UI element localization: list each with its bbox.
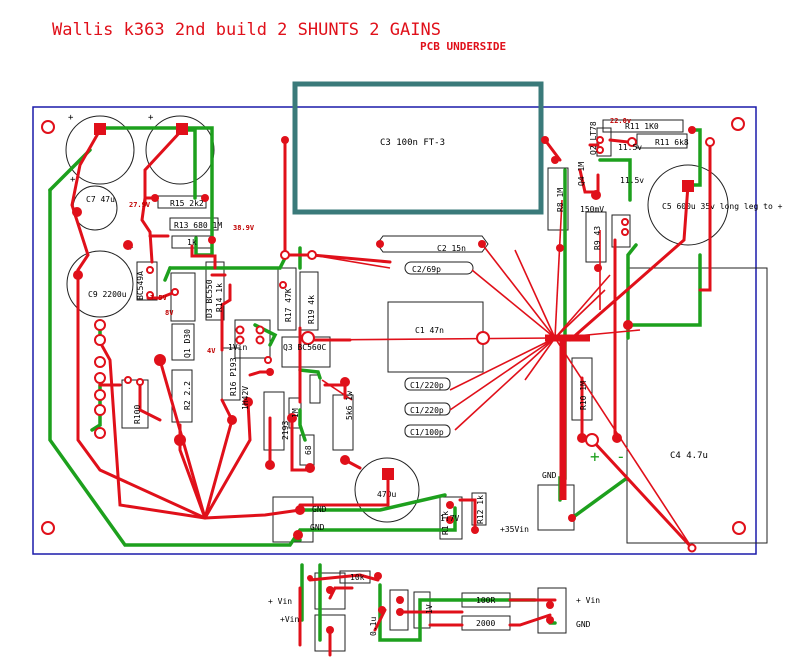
transistor-bodies — [136, 127, 631, 652]
c1b-label: C1/220p — [410, 406, 444, 415]
c3-label: C3 100n FT-3 — [380, 138, 445, 148]
svg-text:150mV: 150mV — [580, 205, 604, 214]
svg-text:11.5v: 11.5v — [618, 143, 642, 152]
svg-text:R11 6k8: R11 6k8 — [655, 138, 689, 147]
svg-text:27.9V: 27.9V — [129, 201, 151, 209]
c7-label: C7 47u — [86, 195, 115, 204]
svg-text:2000: 2000 — [476, 619, 495, 628]
svg-text:Q4 1M: Q4 1M — [577, 162, 586, 186]
svg-text:+: + — [590, 447, 600, 466]
svg-text:+Vin: +Vin — [280, 615, 299, 624]
sub-board-labels: 10k 100R 2000 0.1u + Vin + Vin GND 1V +V… — [268, 573, 600, 636]
svg-text:D3 BC550: D3 BC550 — [205, 279, 214, 318]
svg-text:R16 P193: R16 P193 — [229, 357, 238, 396]
svg-text:R17 47K: R17 47K — [284, 288, 293, 322]
svg-text:1H42V: 1H42V — [241, 386, 250, 410]
c4-label: C4 4.7u — [670, 451, 708, 461]
signal-traces — [70, 128, 712, 657]
c1-label: C1 47n — [415, 326, 444, 335]
c1a-label: C1/220p — [410, 381, 444, 390]
c1c-label: C1/100p — [410, 428, 444, 437]
svg-text:2193: 2193 — [281, 421, 290, 440]
c5-capacitor-body — [647, 164, 729, 246]
svg-text:1M: 1M — [291, 408, 300, 418]
svg-text:0.1u: 0.1u — [369, 617, 378, 636]
solder-pads — [72, 123, 715, 634]
svg-text:GND: GND — [576, 620, 591, 629]
svg-text:GND: GND — [312, 505, 327, 514]
c3-capacitor-body — [292, 81, 544, 215]
svg-text:1Vin: 1Vin — [228, 343, 247, 352]
c470-capacitor-body — [354, 457, 420, 523]
svg-text:68: 68 — [304, 445, 313, 455]
svg-text:BC549A: BC549A — [136, 271, 145, 300]
svg-text:R13 680 1M: R13 680 1M — [174, 221, 222, 230]
svg-text:GND: GND — [542, 471, 557, 480]
svg-text:1V: 1V — [425, 604, 434, 614]
svg-text:+: + — [148, 113, 154, 123]
svg-text:+: + — [68, 113, 74, 123]
svg-text:R11 1K0: R11 1K0 — [625, 122, 659, 131]
c4-capacitor-body — [626, 267, 768, 544]
mounting-holes — [41, 117, 746, 535]
svg-text:+ Vin: + Vin — [576, 596, 600, 605]
svg-text:R2 2.2: R2 2.2 — [183, 381, 192, 410]
svg-text:R15 2k2: R15 2k2 — [170, 199, 204, 208]
svg-text:38.9V: 38.9V — [233, 224, 255, 232]
svg-text:R9 43: R9 43 — [593, 226, 602, 250]
svg-text:1.7V: 1.7V — [440, 514, 459, 523]
svg-text:8V: 8V — [165, 309, 174, 317]
svg-text:-: - — [616, 447, 626, 466]
c1a-body — [404, 377, 451, 391]
svg-text:R12 1k: R12 1k — [476, 495, 485, 524]
svg-text:R1 1k: R1 1k — [441, 511, 450, 535]
svg-text:+: + — [70, 175, 76, 185]
c2-capacitor-body — [376, 235, 489, 253]
svg-text:1k: 1k — [187, 238, 197, 247]
svg-text:11.5v: 11.5v — [620, 176, 644, 185]
svg-text:22.0v: 22.0v — [610, 117, 631, 125]
svg-text:10k: 10k — [350, 573, 365, 582]
svg-text:5k6 1w: 5k6 1w — [345, 391, 354, 420]
svg-text:R8 1M: R8 1M — [556, 188, 565, 212]
svg-text:Q2 LT78: Q2 LT78 — [589, 121, 598, 155]
svg-text:7.5V: 7.5V — [150, 294, 168, 302]
diagram-subtitle: PCB UNDERSIDE — [420, 40, 506, 53]
c5-label: C5 600u 35v long leg to + — [662, 202, 783, 211]
diagram-title: Wallis k363 2nd build 2 SHUNTS 2 GAINS — [52, 20, 441, 40]
svg-text:Q3 BC560C: Q3 BC560C — [283, 343, 327, 352]
svg-text:4V: 4V — [207, 347, 216, 355]
svg-text:+35Vin: +35Vin — [500, 525, 529, 534]
svg-text:R14 1k: R14 1k — [215, 283, 224, 312]
svg-text:R19 4k: R19 4k — [307, 295, 316, 324]
c2-label: C2 15n — [437, 244, 466, 253]
board-outline — [32, 106, 757, 555]
c1c-body — [404, 424, 451, 438]
svg-text:+ Vin: + Vin — [268, 597, 292, 606]
resistor-bodies — [121, 119, 688, 631]
svg-text:100R: 100R — [476, 596, 495, 605]
c1b-body — [404, 402, 451, 416]
c2b-body — [404, 261, 474, 275]
svg-text:GND: GND — [310, 523, 325, 532]
component-labels: R15 2k2 R13 680 1M 1k 27.9V 38.9V 7.5V 4… — [129, 117, 689, 535]
c2b-label: C2/69p — [412, 265, 441, 274]
svg-text:R100: R100 — [133, 405, 142, 424]
svg-text:Q1 D30: Q1 D30 — [183, 329, 192, 358]
c9-label: C9 2200u — [88, 290, 127, 299]
svg-text:R10 1M: R10 1M — [579, 381, 588, 410]
c1-capacitor-body — [387, 301, 484, 373]
